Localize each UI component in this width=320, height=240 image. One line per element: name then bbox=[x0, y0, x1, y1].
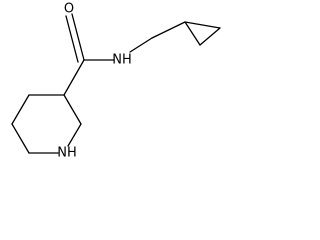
bond-cp3-cp1 bbox=[184, 21, 221, 29]
bond-cp1-cp2 bbox=[184, 21, 201, 46]
bond-n1-c2 bbox=[67, 123, 82, 147]
bond-c2-c3 bbox=[63, 94, 82, 125]
bond-cp2-cp3 bbox=[199, 27, 221, 46]
bond-c5-c6 bbox=[11, 123, 30, 154]
bond-c3-carbonyl bbox=[63, 59, 85, 96]
bond-nh-ch2 bbox=[129, 37, 153, 53]
atom-amide-nitrogen: NH bbox=[112, 53, 132, 68]
carbonyl-double-bond bbox=[65, 13, 85, 63]
molecule-structure: O NH NH bbox=[11, 2, 221, 161]
bond-ch2-cyclopropyl bbox=[151, 21, 186, 39]
atom-ring-nitrogen: NH bbox=[57, 146, 77, 161]
piperidine-ring bbox=[11, 94, 82, 154]
amide-nitrogen-label: NH bbox=[112, 53, 132, 68]
bond-carbonyl-o-1 bbox=[71, 13, 85, 61]
oxygen-label: O bbox=[64, 2, 74, 17]
ring-nitrogen-label: NH bbox=[57, 146, 77, 161]
atom-oxygen: O bbox=[64, 2, 74, 17]
bond-c4-c5 bbox=[11, 94, 30, 125]
cyclopropyl-ring bbox=[184, 21, 221, 46]
bond-carbonyl-o-2 bbox=[65, 15, 79, 63]
